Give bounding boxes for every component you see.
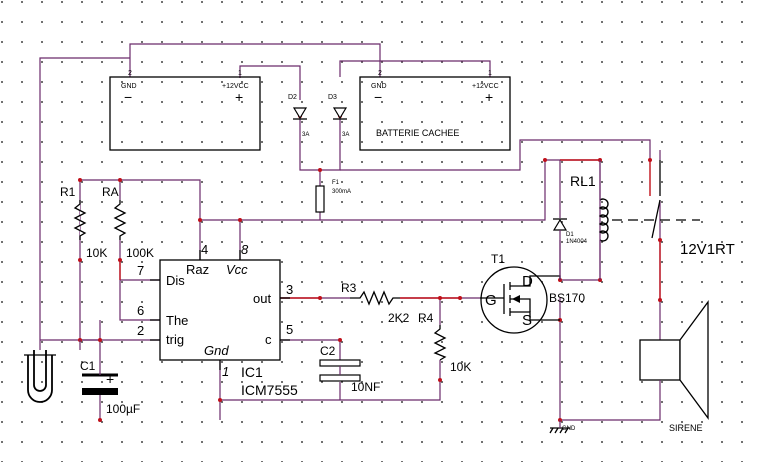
battery-right-gnd-label: GND xyxy=(371,83,387,90)
ic-pin-4-number: 4 xyxy=(201,242,208,257)
mosfet-part-number: BS170 xyxy=(549,291,585,305)
battery-right-pin-gnd-number: 2 xyxy=(378,70,382,77)
siren-speaker: SIRENE xyxy=(639,300,709,433)
ic-pin-the-label: The xyxy=(166,313,188,328)
battery-left: 2 1 GND +12VCC − + xyxy=(109,70,261,151)
ic-pin-c-label: c xyxy=(265,332,272,347)
fuse-f1-name: F1 xyxy=(332,180,340,186)
battery-right-pin-vcc-number: 1 xyxy=(488,70,492,77)
ic-pin-5-number: 5 xyxy=(286,322,293,337)
capacitor-c1: C1 + 100µF xyxy=(80,359,140,416)
relay-rl1: RL1 12V1RT xyxy=(570,150,735,280)
ground-symbol: GND xyxy=(549,420,576,434)
ic-pin-8-number: 8 xyxy=(241,242,249,257)
diode-d1-name: D1 xyxy=(566,232,574,238)
resistor-r4-value: 10K xyxy=(450,360,471,374)
battery-right-minus-sign: − xyxy=(374,89,382,105)
diode-d3-value: 3A xyxy=(342,132,349,138)
ic-pin-trig-label: trig xyxy=(166,332,184,347)
ic-pin-raz-label: Raz xyxy=(186,262,209,277)
capacitor-c2-value: 10NF xyxy=(351,380,380,394)
capacitor-c2-name: C2 xyxy=(320,344,336,358)
resistor-r1: R1 10K xyxy=(60,185,107,260)
ic-555: Dis Raz Vcc out The trig Gnd c 4 8 7 3 6… xyxy=(137,242,298,398)
battery-left-plus-sign: + xyxy=(235,89,243,105)
battery-right-plus-sign: + xyxy=(485,89,493,105)
sensor-component xyxy=(24,340,81,403)
resistor-r4-name: R4 xyxy=(418,311,434,325)
resistor-r3: R3 2K2 xyxy=(341,281,410,325)
diode-d2-name: D2 xyxy=(288,94,297,101)
battery-left-pin-vcc-number: 1 xyxy=(238,70,242,77)
ic-pin-7-number: 7 xyxy=(137,263,144,278)
diode-d2: D2 3A xyxy=(288,94,309,138)
resistor-r1-name: R1 xyxy=(60,185,76,199)
resistor-r4: R4 10K xyxy=(418,311,471,374)
battery-left-minus-sign: − xyxy=(124,89,132,105)
resistor-r3-value: 2K2 xyxy=(388,311,410,325)
battery-left-gnd-label: GND xyxy=(121,83,137,90)
fuse-f1: F1 300mA xyxy=(315,180,351,213)
capacitor-c1-name: C1 xyxy=(80,359,96,373)
diode-d3: D3 3A xyxy=(328,94,349,138)
mosfet-drain-label: D xyxy=(522,273,533,290)
resistor-ra: RA 100K xyxy=(102,185,154,260)
ic-pin-dis-label: Dis xyxy=(166,273,185,288)
mosfet-t1: G D S T1 BS170 xyxy=(480,252,585,334)
diode-d2-value: 3A xyxy=(302,132,309,138)
ic-pin-6-number: 6 xyxy=(137,303,144,318)
mosfet-gate-label: G xyxy=(485,292,497,309)
diode-d1-value: 1N4004 xyxy=(566,239,588,245)
resistor-ra-value: 100K xyxy=(126,246,154,260)
battery-left-pin-gnd-number: 2 xyxy=(128,70,132,77)
ic-pin-2-number: 2 xyxy=(137,323,144,338)
capacitor-c1-value: 100µF xyxy=(106,402,140,416)
ic-pin-3-number: 3 xyxy=(286,282,293,297)
mosfet-name: T1 xyxy=(491,252,505,266)
battery-right-name: BATTERIE CACHEE xyxy=(376,128,459,138)
resistor-r1-value: 10K xyxy=(86,246,107,260)
diode-d3-name: D3 xyxy=(328,94,337,101)
ic-pin-out-label: out xyxy=(253,291,271,306)
mosfet-source-label: S xyxy=(522,312,532,329)
ic-name: IC1 xyxy=(241,364,263,380)
resistor-ra-name: RA xyxy=(102,185,119,199)
siren-label: SIRENE xyxy=(669,423,703,433)
relay-name: RL1 xyxy=(570,173,596,189)
junction-dots xyxy=(78,114,662,422)
ic-part-number: ICM7555 xyxy=(241,382,298,398)
battery-left-vcc-label: +12VCC xyxy=(222,83,249,90)
diode-d1: D1 1N4004 xyxy=(552,160,588,280)
fuse-f1-value: 300mA xyxy=(332,189,351,195)
ic-pin-vcc-label: Vcc xyxy=(226,262,248,277)
battery-right: 2 1 GND +12VCC − + BATTERIE CACHEE xyxy=(359,70,511,151)
ic-pin-1-number: 1 xyxy=(222,364,229,379)
relay-type-label: 12V1RT xyxy=(680,241,735,258)
ground-label: GND xyxy=(562,426,576,432)
capacitor-c1-plus-sign: + xyxy=(106,371,114,387)
battery-right-vcc-label: +12VCC xyxy=(472,83,499,90)
capacitor-c2: C2 10NF xyxy=(319,344,380,394)
wires-red-accents xyxy=(119,159,661,300)
ic-pin-gnd-label: Gnd xyxy=(204,343,229,358)
resistor-r3-name: R3 xyxy=(341,281,357,295)
